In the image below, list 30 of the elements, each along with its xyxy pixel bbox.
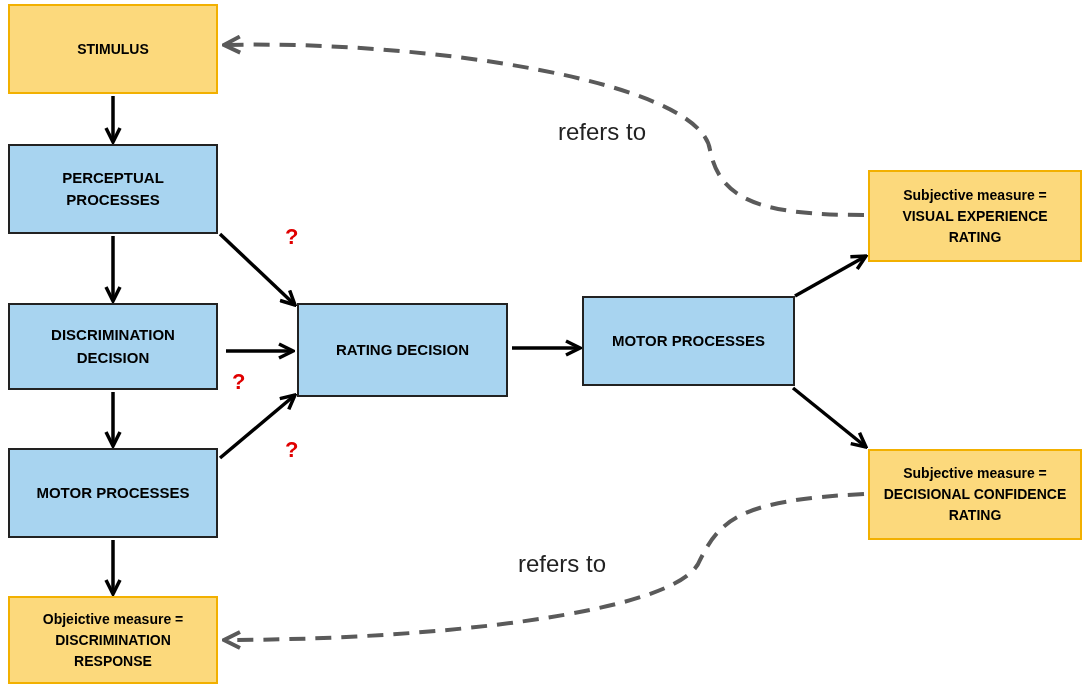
arrow (218, 232, 297, 307)
process-box (8, 448, 218, 538)
arrow (104, 236, 122, 303)
process-box (8, 144, 218, 234)
dashed-arrow (222, 492, 865, 650)
arrow (104, 540, 122, 596)
process-box (8, 303, 218, 390)
arrow (104, 96, 122, 144)
measure-box (8, 596, 218, 684)
node-text: MOTOR PROCESSES (36, 482, 190, 503)
measure-box (8, 4, 218, 94)
process-box (297, 303, 508, 397)
node-text: MOTOR PROCESSES (611, 330, 766, 351)
dashed-arrow (222, 34, 865, 217)
process-box (582, 296, 795, 386)
arrow (794, 254, 868, 298)
node-text: DISCRIMINATION DECISION (50, 325, 176, 368)
node-text: RATING DECISION (335, 339, 470, 360)
arrow (104, 392, 122, 448)
arrow (791, 386, 868, 449)
measure-box (868, 449, 1082, 540)
arrow (226, 342, 295, 360)
node-text: Subjective measure = VISUAL EXPERIENCE RATING (901, 185, 1049, 247)
node-text: Subjective measure = DECISIONAL CONFIDENCE RATING (882, 464, 1068, 525)
node-text: STIMULUS (77, 39, 149, 59)
node-text: PERCEPTUAL PROCESSES (61, 167, 165, 210)
arrow (512, 339, 582, 357)
node-text: Objeictive measure = DISCRIMINATION RESPONSE (41, 609, 185, 671)
arrow (218, 393, 297, 460)
measure-box (868, 170, 1082, 262)
